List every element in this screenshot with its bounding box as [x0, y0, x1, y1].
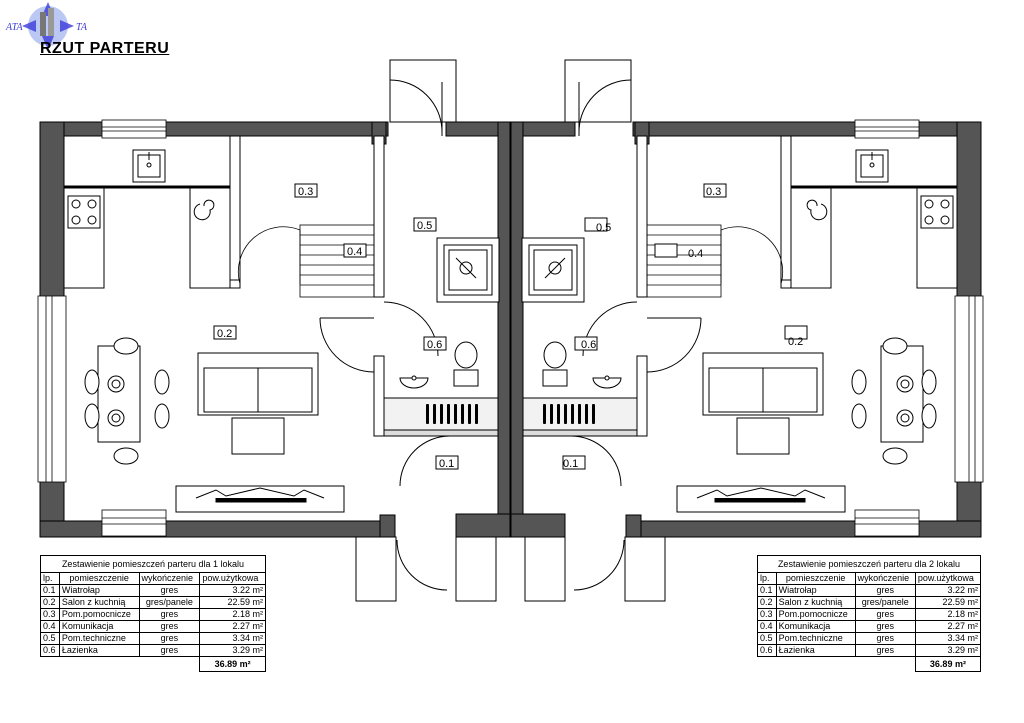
page-title: RZUT PARTERU	[40, 40, 170, 57]
logo-icon	[22, 2, 74, 50]
column-header: pow.użytkowa	[914, 572, 982, 585]
room-label: 0.1	[563, 458, 578, 470]
table-caption: Zestawienie pomieszczeń parteru dla 1 lo…	[40, 555, 266, 573]
column-header: lp.	[40, 572, 60, 585]
column-header: wykończenie	[854, 572, 916, 585]
room-label: 0.5	[596, 222, 611, 234]
column-header: pomieszczenie	[58, 572, 140, 585]
room-label: 0.4	[347, 246, 362, 258]
room-label: 0.6	[427, 339, 442, 351]
room-label: 0.2	[788, 336, 803, 348]
table-caption: Zestawienie pomieszczeń parteru dla 2 lo…	[757, 555, 981, 573]
room-label: 0.5	[417, 220, 432, 232]
room-label: 0.6	[581, 339, 596, 351]
table-total: 36.89 m²	[914, 656, 982, 672]
column-header: wykończenie	[138, 572, 201, 585]
room-label: 0.3	[298, 186, 313, 198]
table-total: 36.89 m²	[199, 656, 266, 672]
room-label: 0.2	[217, 328, 232, 340]
rooms-table-unit-2: Zestawienie pomieszczeń parteru dla 2 lo…	[757, 555, 982, 672]
rooms-table-unit-1: Zestawienie pomieszczeń parteru dla 1 lo…	[40, 555, 266, 672]
column-header: pomieszczenie	[775, 572, 856, 585]
room-labels-unit-2: 0.3 0.2 0.4 0.5 0.6 0.1	[563, 186, 803, 470]
room-label: 0.3	[706, 186, 721, 198]
column-header: pow.użytkowa	[199, 572, 266, 585]
logo-text-left: ATA	[6, 22, 23, 33]
unit-2-plan	[510, 59, 984, 602]
room-label: 0.4	[688, 248, 703, 260]
room-label: 0.1	[439, 458, 454, 470]
company-logo: ATA TA	[2, 2, 92, 52]
column-header: lp.	[757, 572, 777, 585]
room-labels-unit-1: 0.3 0.2 0.4 0.5 0.6 0.1	[217, 186, 454, 470]
logo-text-right: TA	[76, 22, 87, 33]
unit-1-plan	[37, 59, 511, 602]
